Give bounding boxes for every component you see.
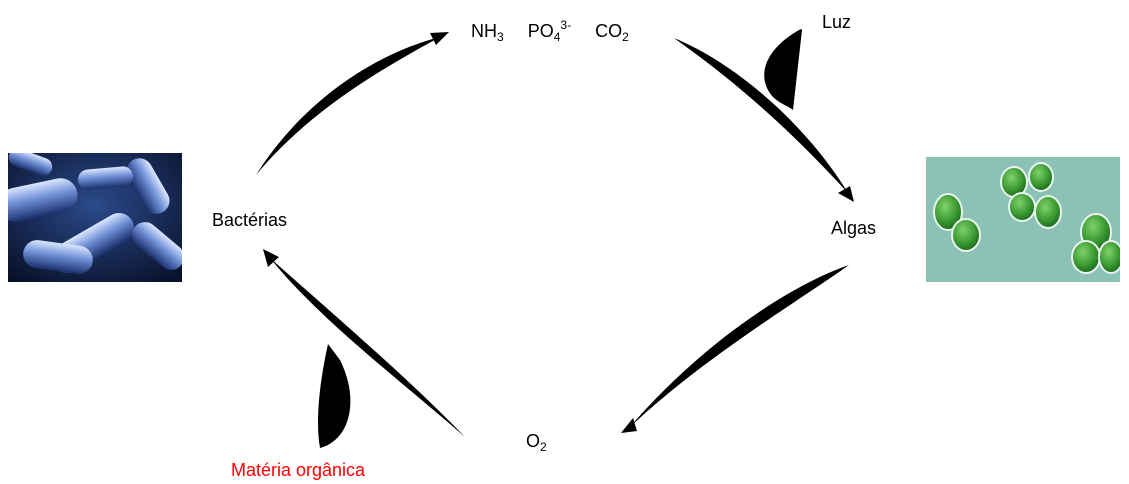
arrowhead-nutrients — [430, 32, 449, 45]
nutrients-label: NH3 PO43- CO2 — [471, 18, 629, 44]
algae-label: Algas — [831, 218, 877, 238]
organic-matter-branch — [317, 344, 351, 448]
bacteria-photo — [8, 153, 182, 282]
po4-label: PO43- — [527, 18, 572, 44]
arrowhead-bacteria — [263, 249, 279, 267]
organic-matter-label: Matéria orgânica — [231, 460, 366, 480]
bacteria-label: Bactérias — [212, 210, 288, 230]
arrow-oxygen-to-bacteria — [270, 258, 465, 437]
arrowhead-algae — [838, 186, 854, 202]
algae-photo — [926, 157, 1120, 282]
arrow-nutrients-to-algae — [674, 38, 848, 193]
arrow-bacteria-to-nutrients — [256, 37, 440, 175]
light-label: Luz — [822, 12, 852, 32]
arrowhead-oxygen — [621, 418, 637, 433]
arrow-algae-to-oxygen — [629, 265, 849, 428]
light-branch — [764, 29, 802, 110]
co2-label: CO2 — [595, 21, 629, 44]
arrow-group — [256, 29, 854, 448]
oxygen-label: O2 — [526, 431, 547, 454]
nh3-label: NH3 — [471, 21, 504, 44]
